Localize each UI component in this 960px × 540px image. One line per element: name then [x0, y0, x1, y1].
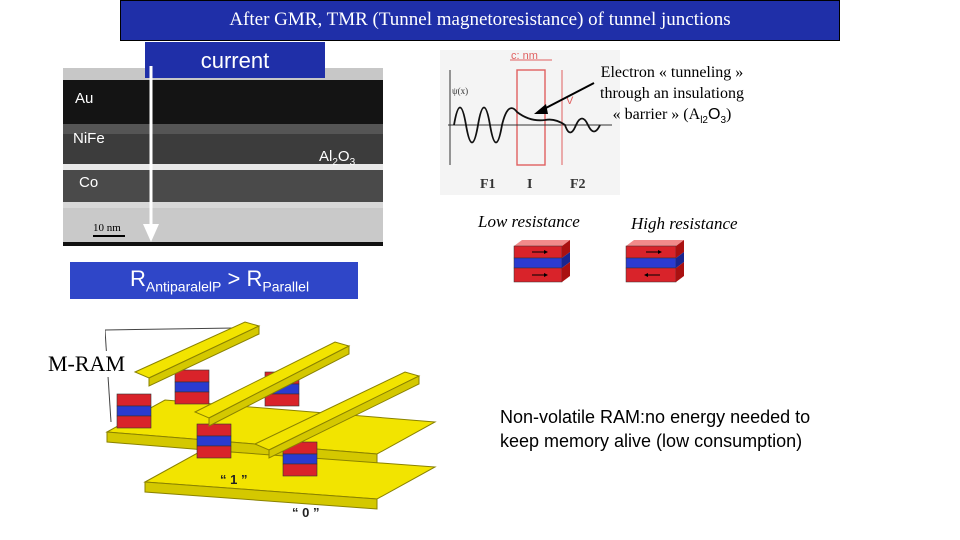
layer-label-barrier: Al2O3 [319, 148, 356, 168]
current-label-box: current [145, 42, 325, 78]
antiparallel-junction-graphic [625, 240, 684, 283]
tem-cross-section-image: Au NiFe Co Al2O3 10 nm [63, 68, 383, 246]
resistance-relation-box: RAntiparalelP > RParallel [70, 262, 358, 299]
low-resistance-label: Low resistance [478, 212, 580, 231]
layer-label-nife: NiFe [73, 130, 105, 147]
resistance-relation-text: RAntiparalelP > RParallel [130, 266, 310, 295]
scale-bar [93, 235, 125, 237]
region-label-f1: F1 [480, 177, 496, 192]
parallel-junction-graphic [513, 240, 570, 283]
region-label-i: I [527, 177, 533, 192]
mram-label: M-RAM [44, 351, 130, 377]
pointer-arrow-icon [534, 82, 595, 114]
layer-label-au: Au [75, 90, 94, 107]
tunnel-barrier-diagram [440, 50, 620, 195]
bit-label-zero: “ 0 ” [292, 505, 320, 520]
bit-label-one: “ 1 ” [220, 472, 248, 487]
tunneling-note: Electron « tunneling » through an insula… [600, 64, 744, 127]
region-label-f2: F2 [570, 177, 586, 192]
barrier-width-label: c: nm [511, 50, 538, 62]
psi-label: ψ(x) [452, 86, 469, 96]
tem-layers-graphic [63, 68, 383, 246]
high-resistance-label: High resistance [631, 214, 738, 233]
scale-bar-label: 10 nm [93, 222, 121, 234]
mram-array-graphic [105, 302, 440, 518]
layer-label-co: Co [79, 174, 99, 191]
slide-title: After GMR, TMR (Tunnel magnetoresistance… [120, 0, 840, 41]
potential-label: V [566, 95, 574, 107]
mram-description: Non-volatile RAM:no energy needed to kee… [500, 407, 811, 451]
current-arrow-icon [143, 66, 159, 242]
